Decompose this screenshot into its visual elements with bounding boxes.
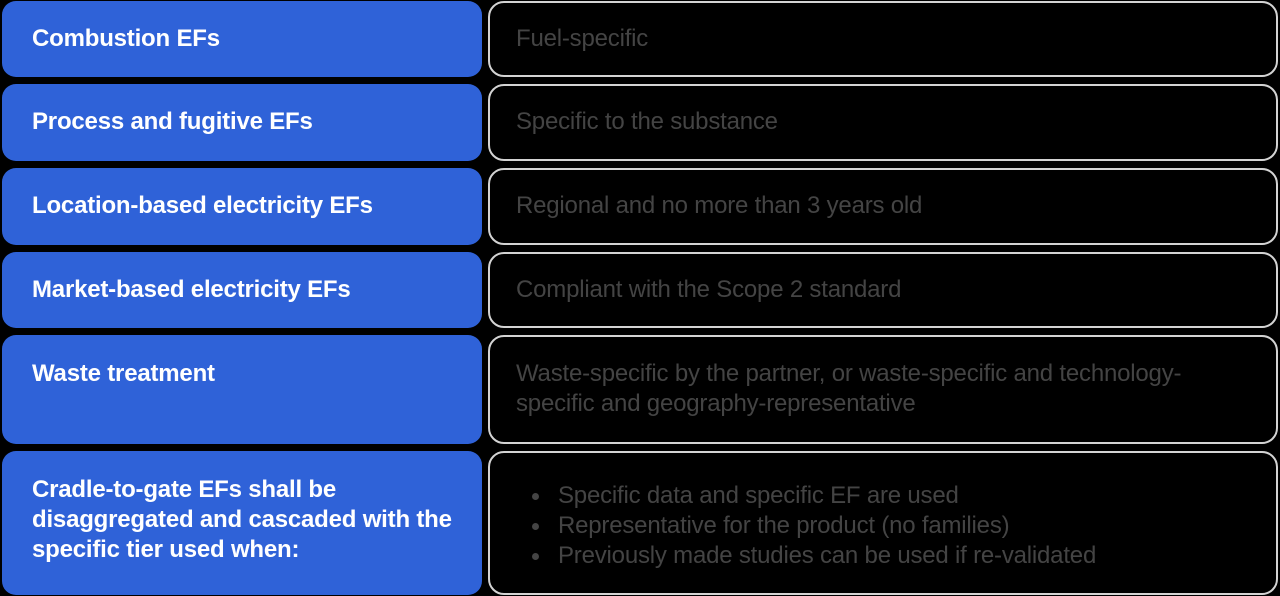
row-label-market-based-electricity-efs: Market-based electricity EFs <box>2 252 482 328</box>
cradle-to-gate-conditions-list: Specific data and specific EF are used R… <box>516 481 1248 571</box>
row-label-cradle-to-gate-efs: Cradle-to-gate EFs shall be disaggregate… <box>2 451 482 595</box>
row-label-location-based-electricity-efs: Location-based electricity EFs <box>2 168 482 245</box>
row-value-waste-treatment: Waste-specific by the partner, or waste-… <box>488 335 1278 444</box>
row-value-combustion-efs: Fuel-specific <box>488 1 1278 77</box>
list-item: Previously made studies can be used if r… <box>516 541 1248 571</box>
row-value-process-fugitive-efs: Specific to the substance <box>488 84 1278 161</box>
row-label-waste-treatment: Waste treatment <box>2 335 482 444</box>
list-item: Representative for the product (no famil… <box>516 511 1248 541</box>
row-value-cradle-to-gate-efs: Specific data and specific EF are used R… <box>488 451 1278 595</box>
list-item: Specific data and specific EF are used <box>516 481 1248 511</box>
row-value-market-based-electricity-efs: Compliant with the Scope 2 standard <box>488 252 1278 328</box>
row-value-location-based-electricity-efs: Regional and no more than 3 years old <box>488 168 1278 245</box>
row-label-combustion-efs: Combustion EFs <box>2 1 482 77</box>
row-label-process-fugitive-efs: Process and fugitive EFs <box>2 84 482 161</box>
